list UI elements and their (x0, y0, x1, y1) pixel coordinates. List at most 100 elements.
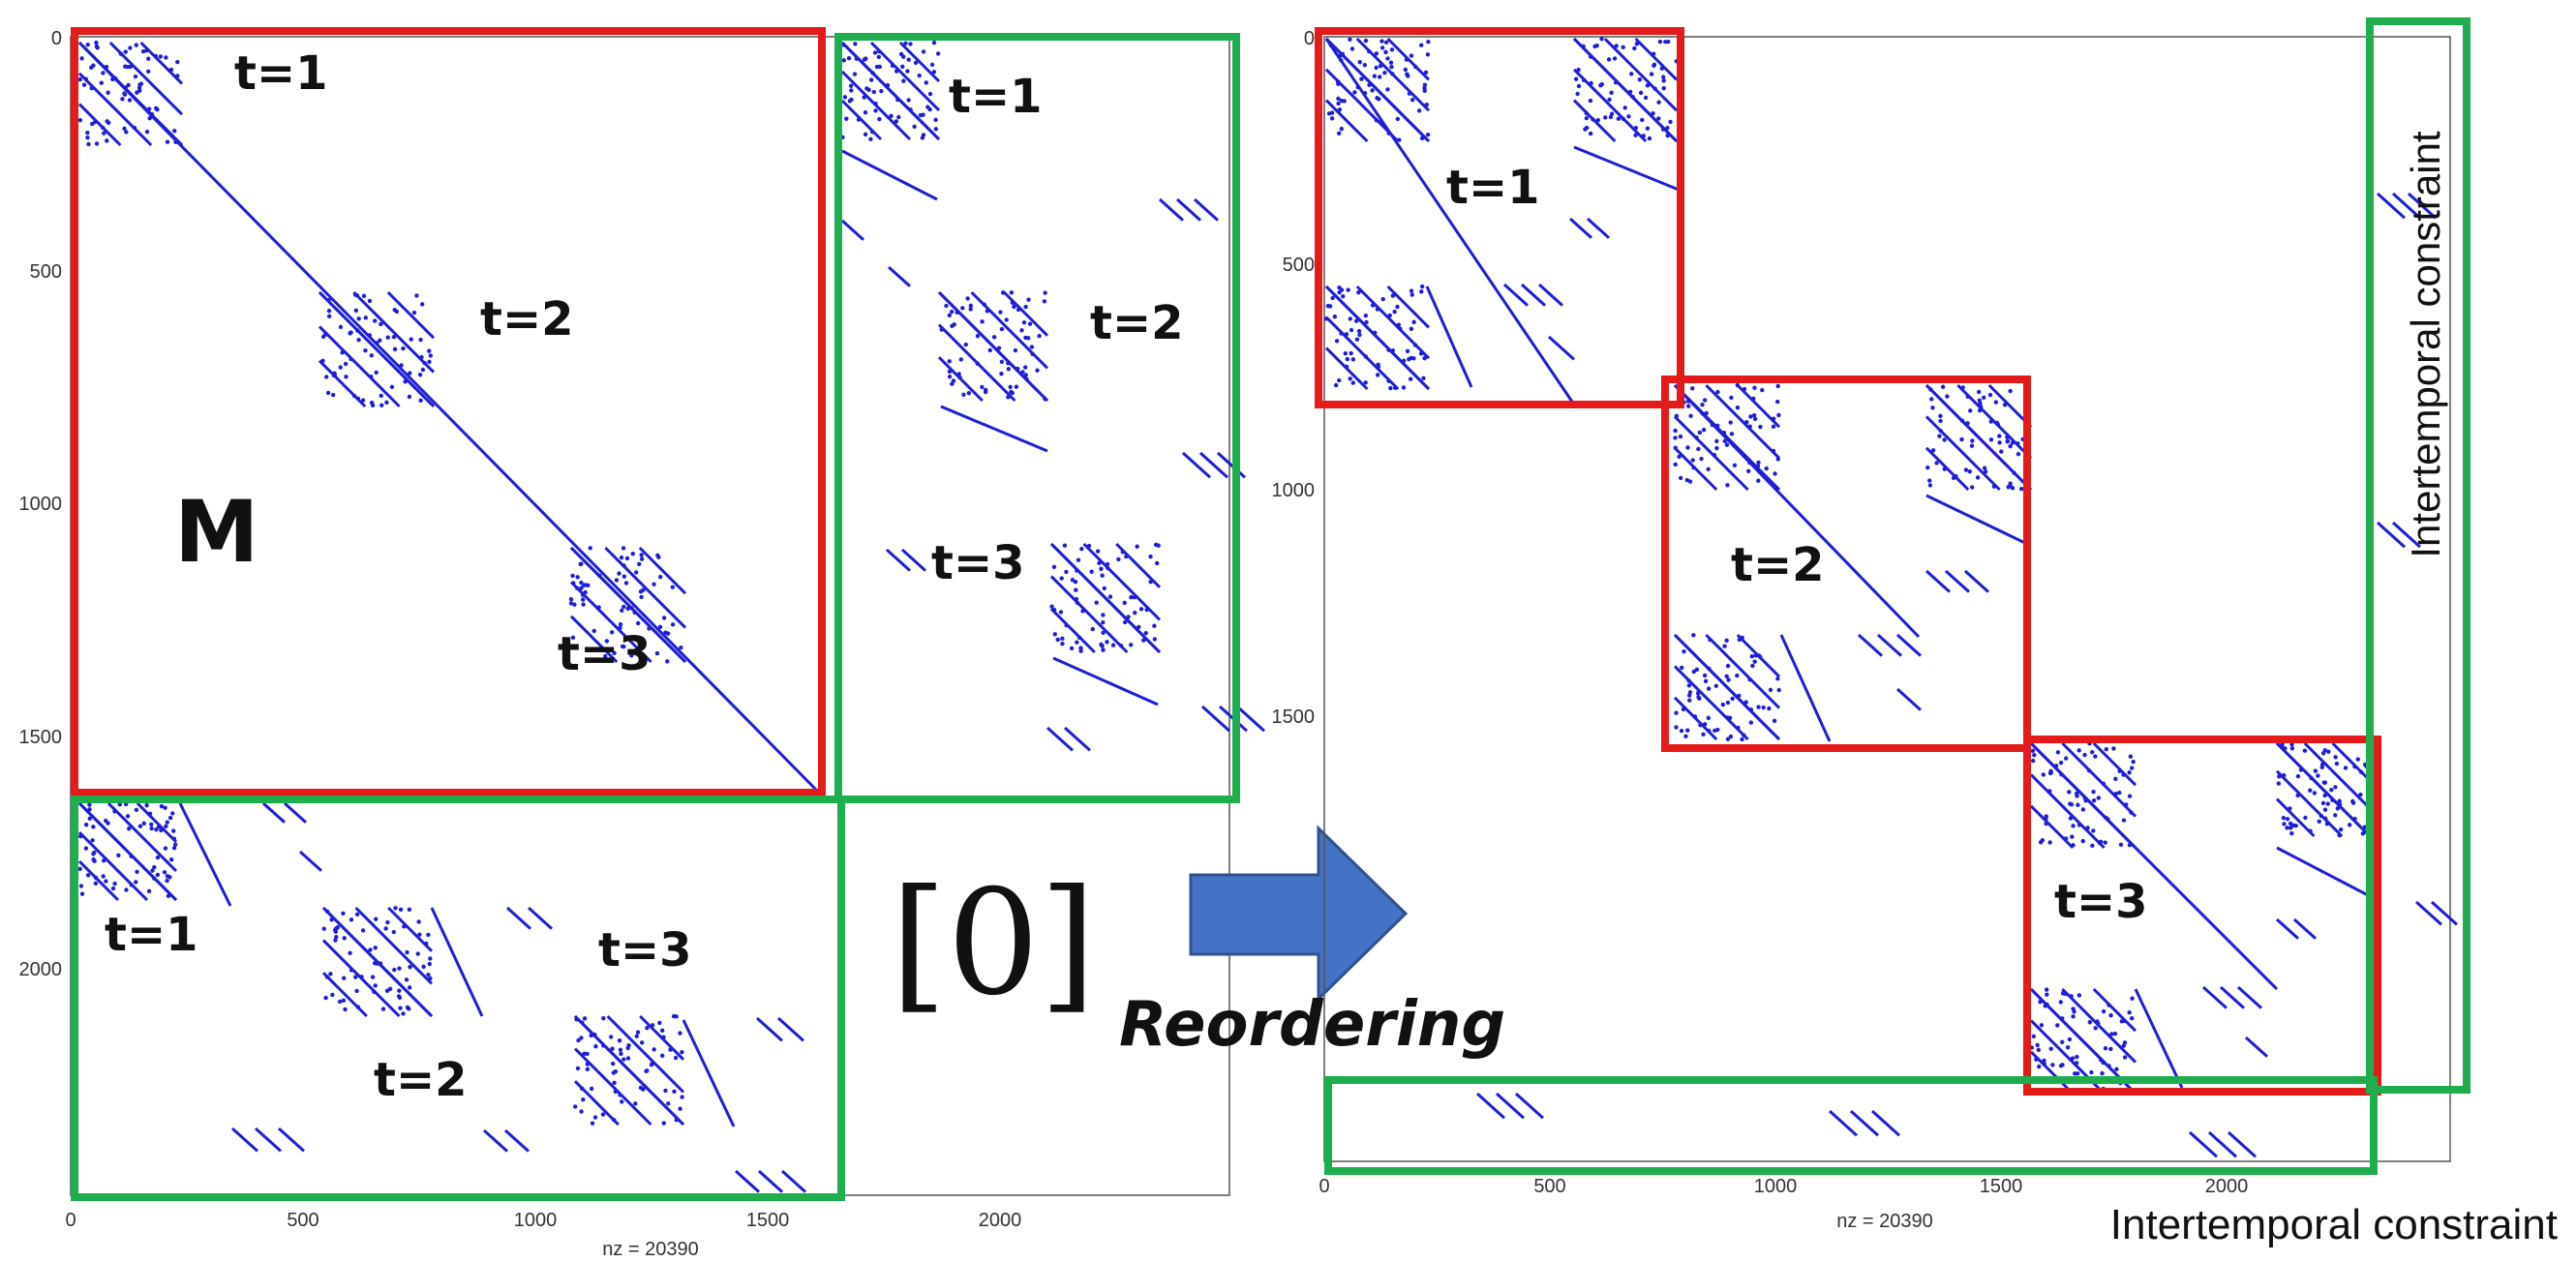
cluster-dot (137, 88, 142, 93)
cluster-dot (1627, 89, 1633, 95)
cluster-dot (1148, 554, 1153, 559)
cluster-dot (351, 393, 357, 399)
cluster-dot (2124, 802, 2129, 807)
cluster-dot (405, 1005, 410, 1010)
cluster-dot (889, 113, 894, 119)
right-t3-label: t=3 (931, 536, 1025, 590)
cluster-dot (1776, 412, 1781, 418)
cluster-dot (637, 561, 642, 567)
coupling-dash (1547, 335, 1576, 361)
cluster-dot (2335, 806, 2340, 811)
cluster-dot (1383, 40, 1389, 45)
coupling-line (2134, 988, 2184, 1089)
cluster-dot (985, 309, 990, 314)
cluster-dot (952, 322, 956, 327)
cluster-dot (2113, 776, 2118, 782)
cluster-dot (1696, 695, 1701, 700)
cluster-dot (1643, 95, 1649, 101)
cluster-dot (1370, 303, 1376, 308)
cluster-dot (618, 1093, 622, 1097)
cluster-dot (1379, 39, 1384, 44)
cluster-dot (1673, 436, 1678, 440)
cluster-stroke (1634, 37, 1679, 81)
cluster-dot (1132, 595, 1137, 600)
cluster-dot (996, 346, 1002, 350)
cluster-dot (359, 975, 364, 979)
cluster-dot (2318, 813, 2324, 819)
bottom-coupling-box (71, 796, 845, 1201)
cluster-dot (630, 552, 635, 556)
cluster-dot (2131, 759, 2136, 765)
cluster-dot (2035, 1042, 2040, 1048)
cluster-dot (335, 925, 340, 930)
cluster-dot (168, 856, 174, 862)
cluster-dot (1707, 728, 1712, 734)
cluster-stroke (77, 72, 153, 147)
cluster-dot (868, 77, 874, 82)
cluster-dot (324, 975, 330, 979)
cluster-dot (874, 64, 880, 70)
cluster-dot (1724, 638, 1729, 644)
cluster-dot (635, 620, 641, 626)
cluster-dot (1744, 419, 1749, 425)
zero-block-label: [0] (891, 859, 1096, 1028)
cluster-dot (1004, 317, 1009, 322)
cluster-dot (1349, 327, 1354, 333)
cluster-dot (652, 1047, 656, 1052)
cluster-dot (678, 1031, 682, 1036)
cluster-dot (1404, 57, 1409, 62)
cluster-stroke (840, 99, 883, 141)
cluster-stroke (1673, 415, 1749, 492)
coupling-dash (1568, 217, 1593, 239)
cluster-dot (1706, 466, 1711, 472)
cluster-dot (2285, 826, 2289, 830)
cluster-dot (1720, 702, 1726, 707)
cluster-dot (167, 815, 173, 821)
coupling-dash (2292, 917, 2318, 940)
cluster-stroke (1924, 415, 2001, 492)
cluster-dot (1743, 700, 1748, 705)
cluster-dot (1156, 543, 1161, 548)
block-t3-label: t=3 (2054, 875, 2148, 929)
cluster-dot (1099, 642, 1104, 647)
cluster-dot (679, 645, 683, 650)
cluster-dot (660, 1053, 665, 1059)
left-y-tick: 2000 (19, 959, 63, 980)
bottom-t2-label: t=2 (374, 1053, 468, 1107)
cluster-dot (1133, 610, 1137, 616)
cluster-dot (91, 852, 96, 856)
cluster-dot (2298, 767, 2304, 772)
cluster-dot (1764, 466, 1769, 471)
cluster-dot (128, 45, 133, 50)
cluster-dot (2334, 761, 2340, 766)
cluster-dot (1641, 134, 1647, 138)
cluster-dot (2117, 790, 2122, 796)
arrow-shape (1189, 825, 1409, 1003)
cluster-dot (1703, 678, 1709, 683)
cluster-dot (1340, 51, 1346, 57)
cluster-dot (1930, 448, 1936, 453)
cluster-dot (356, 338, 361, 343)
cluster-dot (1995, 422, 2001, 427)
coupling-dash (1181, 451, 1212, 479)
cluster-dot (1021, 320, 1027, 325)
cluster-dot (124, 887, 129, 892)
cluster-dot (1064, 622, 1069, 628)
cluster-dot (411, 310, 417, 316)
cluster-dot (609, 630, 615, 635)
cluster-dot (1959, 418, 1965, 423)
cluster-dot (1388, 385, 1393, 391)
cluster-dot (323, 375, 329, 379)
cluster-dot (1416, 108, 1422, 113)
cluster-stroke (77, 801, 178, 902)
cluster-dot (1726, 677, 1731, 682)
cluster-dot (1609, 90, 1614, 95)
cluster-dot (1960, 385, 1965, 390)
cluster-dot (1771, 424, 1776, 430)
cluster-dot (680, 1095, 684, 1099)
coupling-dash (734, 1169, 761, 1193)
cluster-dot (2047, 840, 2052, 845)
cluster-dot (1645, 126, 1651, 131)
cluster-dot (1143, 631, 1148, 636)
cluster-dot (2043, 1004, 2047, 1008)
